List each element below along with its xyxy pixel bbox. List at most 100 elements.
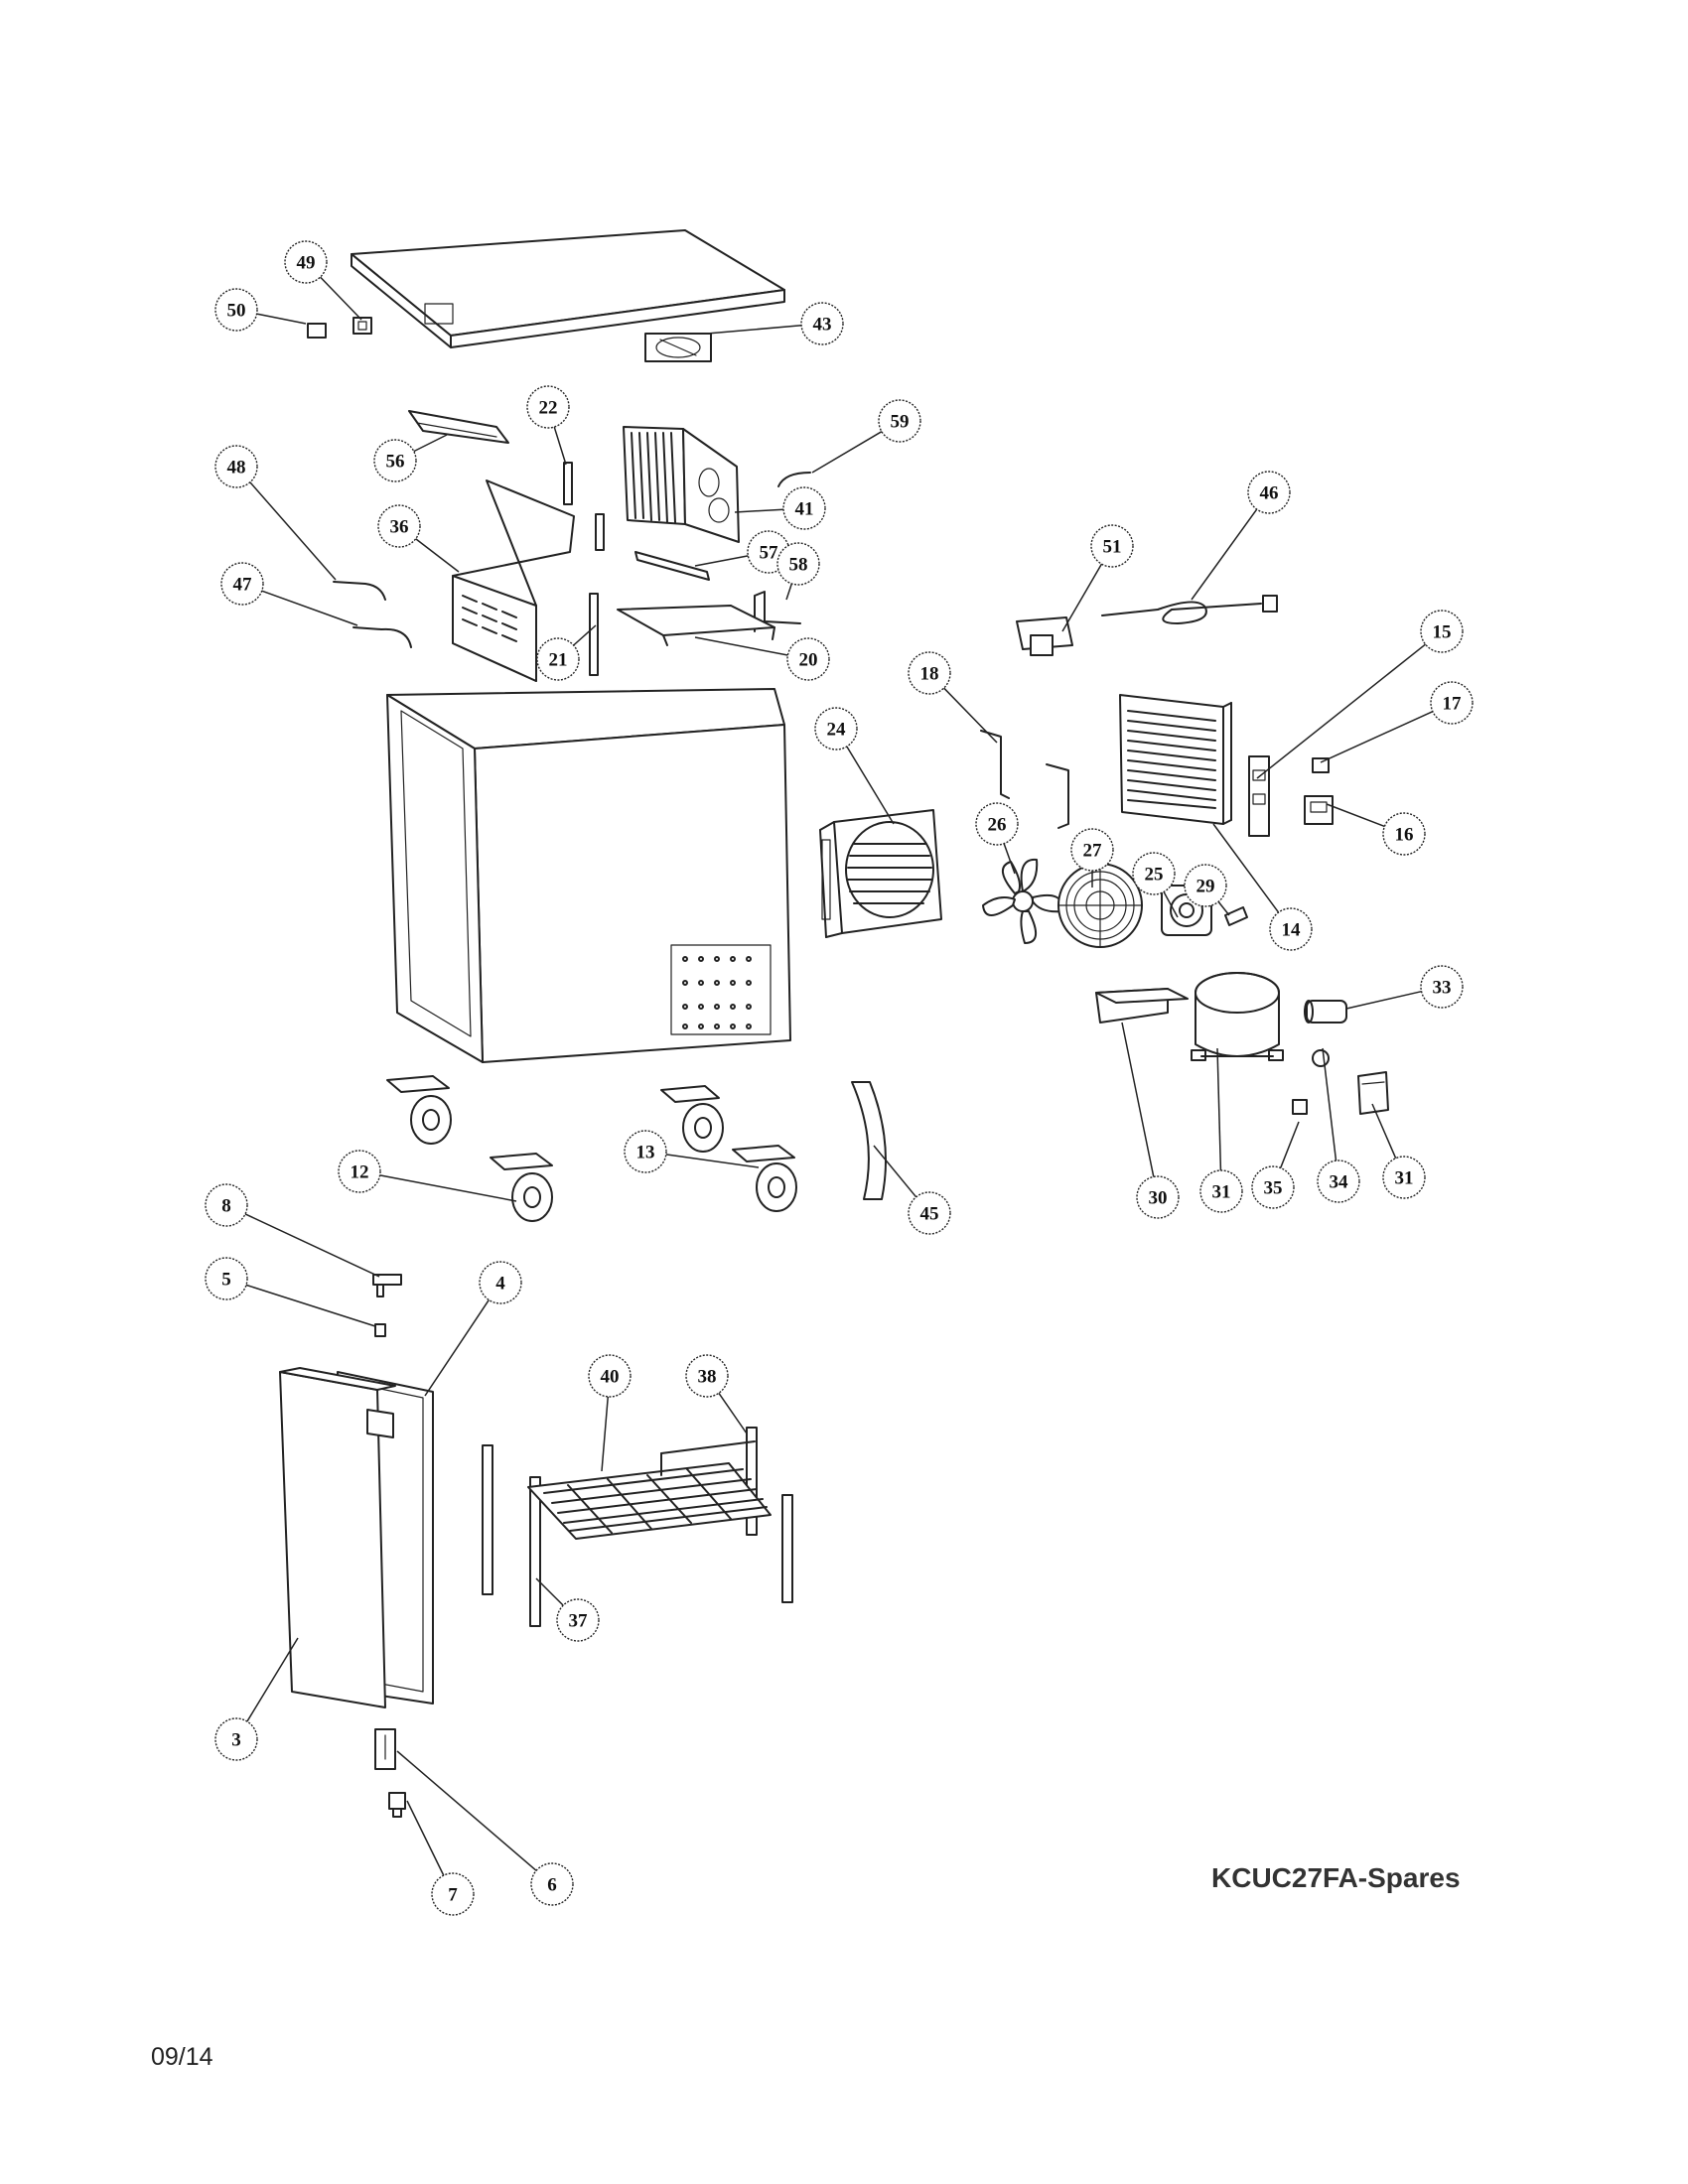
part-40-wire-shelf — [527, 1440, 772, 1540]
leader-line — [246, 1637, 299, 1722]
callout-number: 59 — [891, 412, 910, 433]
callout-c31b: 31 — [1371, 1103, 1426, 1199]
leader-line — [1279, 1121, 1300, 1168]
leader-line — [413, 434, 448, 453]
callout-number: 22 — [539, 398, 558, 419]
leader-line — [249, 481, 337, 581]
callout-number: 57 — [760, 543, 779, 564]
callout-c57: 57 — [694, 530, 790, 574]
callout-c12: 12 — [338, 1150, 517, 1202]
part-14-rear-grille — [1119, 694, 1232, 825]
callout-c49: 49 — [284, 240, 362, 321]
callout-c13: 13 — [624, 1130, 760, 1173]
leader-line — [943, 687, 998, 744]
callout-circle — [1269, 907, 1313, 951]
part-18-brackets — [980, 730, 1069, 829]
leader-line — [573, 624, 597, 646]
leader-line — [424, 1299, 490, 1397]
part-41-evaporator-coil — [623, 426, 740, 543]
part-31-compressor — [1191, 972, 1284, 1061]
callout-number: 15 — [1433, 622, 1452, 643]
callout-number: 30 — [1149, 1188, 1168, 1209]
callout-circle — [685, 1354, 729, 1398]
part-24-condenser — [819, 809, 942, 938]
callout-circle — [1247, 471, 1291, 514]
leader-line — [379, 1174, 517, 1202]
callout-circle — [1420, 610, 1464, 653]
callout-circle — [908, 651, 951, 695]
leader-line — [1003, 843, 1016, 875]
part-46-power-cable — [1101, 595, 1278, 624]
callout-circle — [536, 637, 580, 681]
leader-line — [261, 590, 358, 626]
callout-c46: 46 — [1191, 471, 1291, 601]
part-47-probe — [352, 626, 412, 648]
callout-c27: 27 — [1070, 828, 1114, 887]
callout-circle — [1317, 1160, 1360, 1203]
leader-line — [245, 1284, 376, 1327]
callout-c58: 58 — [776, 542, 820, 601]
callout-circle — [284, 240, 328, 284]
callout-circle — [878, 399, 921, 443]
callout-circle — [1184, 864, 1227, 907]
callout-number: 18 — [920, 664, 939, 685]
part-50-clip — [307, 323, 327, 339]
callout-circle — [624, 1130, 667, 1173]
leader-line — [718, 1392, 748, 1434]
callout-circle — [1420, 965, 1464, 1009]
callout-circle — [1132, 852, 1176, 895]
leader-line — [734, 508, 784, 513]
callout-number: 49 — [297, 253, 316, 274]
callout-number: 17 — [1443, 694, 1463, 715]
leader-line — [601, 1396, 610, 1472]
callout-c31a: 31 — [1199, 1047, 1243, 1213]
callout-c50: 50 — [214, 288, 307, 332]
castor-front-right-13 — [732, 1145, 797, 1212]
callout-c21: 21 — [536, 624, 597, 681]
callout-number: 43 — [813, 315, 832, 336]
part-57-rail — [634, 551, 710, 581]
callout-number: 5 — [221, 1270, 231, 1291]
callout-circle — [800, 302, 844, 345]
callout-circle — [431, 1872, 475, 1916]
callout-circle — [1251, 1165, 1295, 1209]
callout-c26: 26 — [975, 802, 1019, 875]
callout-c48: 48 — [214, 445, 337, 581]
callout-number: 40 — [601, 1367, 620, 1388]
part-51-junction-box — [1016, 616, 1073, 656]
callout-c15: 15 — [1256, 610, 1464, 779]
part-56-upper-bracket — [408, 410, 509, 444]
leader-line — [256, 313, 307, 325]
part-38-right-shelf-supports — [746, 1427, 793, 1603]
leader-line — [706, 325, 802, 335]
cabinet-body — [386, 688, 791, 1063]
leader-line — [1345, 990, 1422, 1010]
callout-circle — [214, 288, 258, 332]
callout-number: 4 — [495, 1274, 505, 1295]
part-27-fan-guard — [1057, 863, 1143, 948]
document-title: KCUC27FA-Spares — [1211, 1862, 1461, 1893]
worktop-top-panel — [351, 229, 785, 348]
leader-line — [535, 1577, 564, 1606]
callout-c56: 56 — [373, 434, 448, 482]
callout-c59: 59 — [811, 399, 921, 474]
callout-c8: 8 — [205, 1183, 380, 1278]
callout-circle — [786, 637, 830, 681]
callout-number: 47 — [233, 575, 253, 596]
callout-number: 58 — [789, 555, 808, 576]
part-20-drip-tray — [617, 605, 775, 646]
callout-number: 51 — [1103, 537, 1122, 558]
callout-number: 38 — [698, 1367, 717, 1388]
callout-number: 6 — [547, 1875, 557, 1896]
callout-circle — [1070, 828, 1114, 872]
callout-number: 14 — [1282, 920, 1302, 941]
part-49-bracket — [352, 317, 372, 335]
leader-line — [1061, 563, 1103, 632]
callout-circle — [530, 1862, 574, 1906]
leader-line — [694, 555, 749, 567]
callout-number: 24 — [827, 720, 847, 741]
leader-line — [1212, 823, 1280, 913]
part-48-probe — [333, 581, 386, 601]
